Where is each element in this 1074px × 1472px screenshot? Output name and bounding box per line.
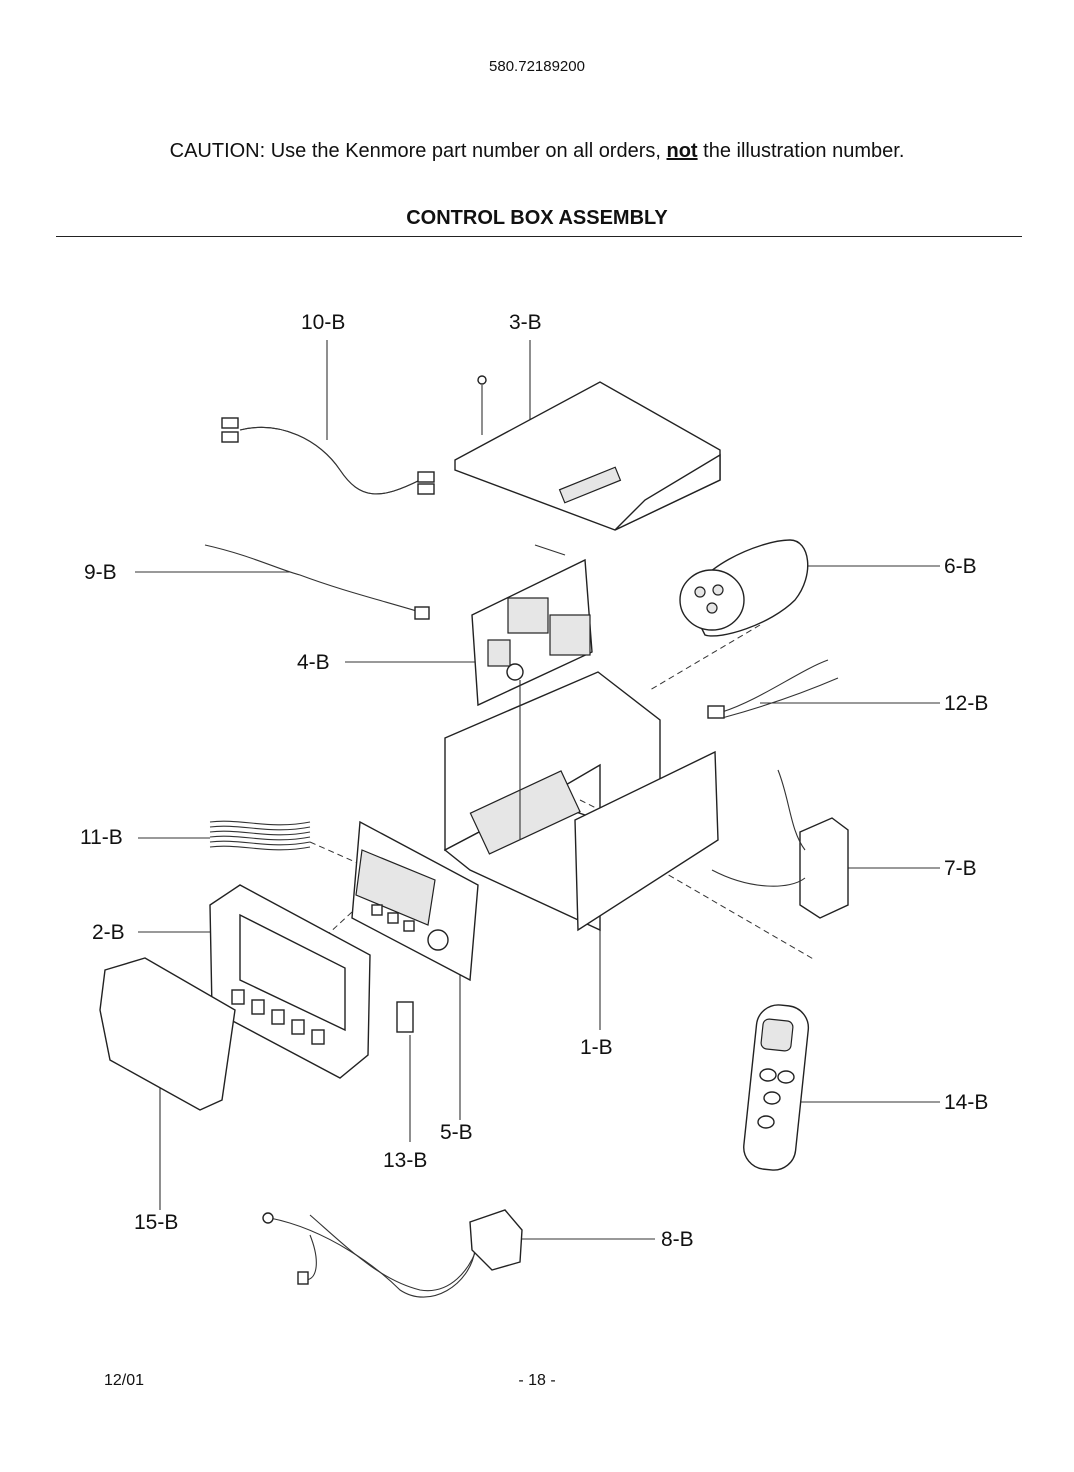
display-board-5b (351, 820, 479, 982)
leader-lines (135, 340, 940, 1240)
callout-11b: 11-B (80, 826, 123, 849)
caution-prefix: CAUTION: Use the Kenmore part number on … (169, 140, 667, 162)
callout-9b: 9-B (84, 561, 117, 584)
front-frame-2b (209, 884, 371, 1079)
callout-7b: 7-B (944, 857, 977, 880)
caution-suffix: the illustration number. (697, 140, 905, 162)
section-title: CONTROL BOX ASSEMBLY (406, 207, 668, 229)
callout-15b: 15-B (134, 1211, 179, 1234)
sensor-cable-9b (204, 544, 430, 620)
callout-12b: 12-B (944, 692, 989, 715)
footer-date: 12/01 (104, 1372, 145, 1389)
switch-13b (396, 1001, 414, 1033)
transformer-7b (711, 769, 849, 919)
cover-door-15b (99, 957, 236, 1111)
callout-13b: 13-B (383, 1149, 428, 1172)
control-box-housing-1b (443, 671, 719, 932)
caution-emphasis: not (666, 140, 698, 162)
power-board-4b (471, 544, 593, 707)
cover-plate-3b (454, 375, 721, 531)
ribbon-cable-11b (209, 820, 311, 851)
callout-6b: 6-B (944, 555, 977, 578)
caution-note: CAUTION: Use the Kenmore part number on … (0, 140, 1074, 163)
callout-14b: 14-B (944, 1091, 989, 1114)
remote-control-14b (743, 1004, 810, 1171)
callout-5b: 5-B (440, 1121, 473, 1144)
callout-2b: 2-B (92, 921, 125, 944)
wire-harness-10b (221, 417, 435, 495)
model-number: 580.72189200 (489, 58, 585, 75)
title-rule (56, 236, 1022, 237)
callout-10b: 10-B (301, 311, 346, 334)
callout-3b: 3-B (509, 311, 542, 334)
callout-4b: 4-B (297, 651, 330, 674)
callout-1b: 1-B (580, 1036, 613, 1059)
lead-wire-12b (707, 659, 839, 719)
power-cord-8b (262, 1209, 523, 1298)
callout-8b: 8-B (661, 1228, 694, 1251)
page-number: - 18 - (518, 1372, 556, 1389)
capacitor-6b (679, 539, 809, 637)
